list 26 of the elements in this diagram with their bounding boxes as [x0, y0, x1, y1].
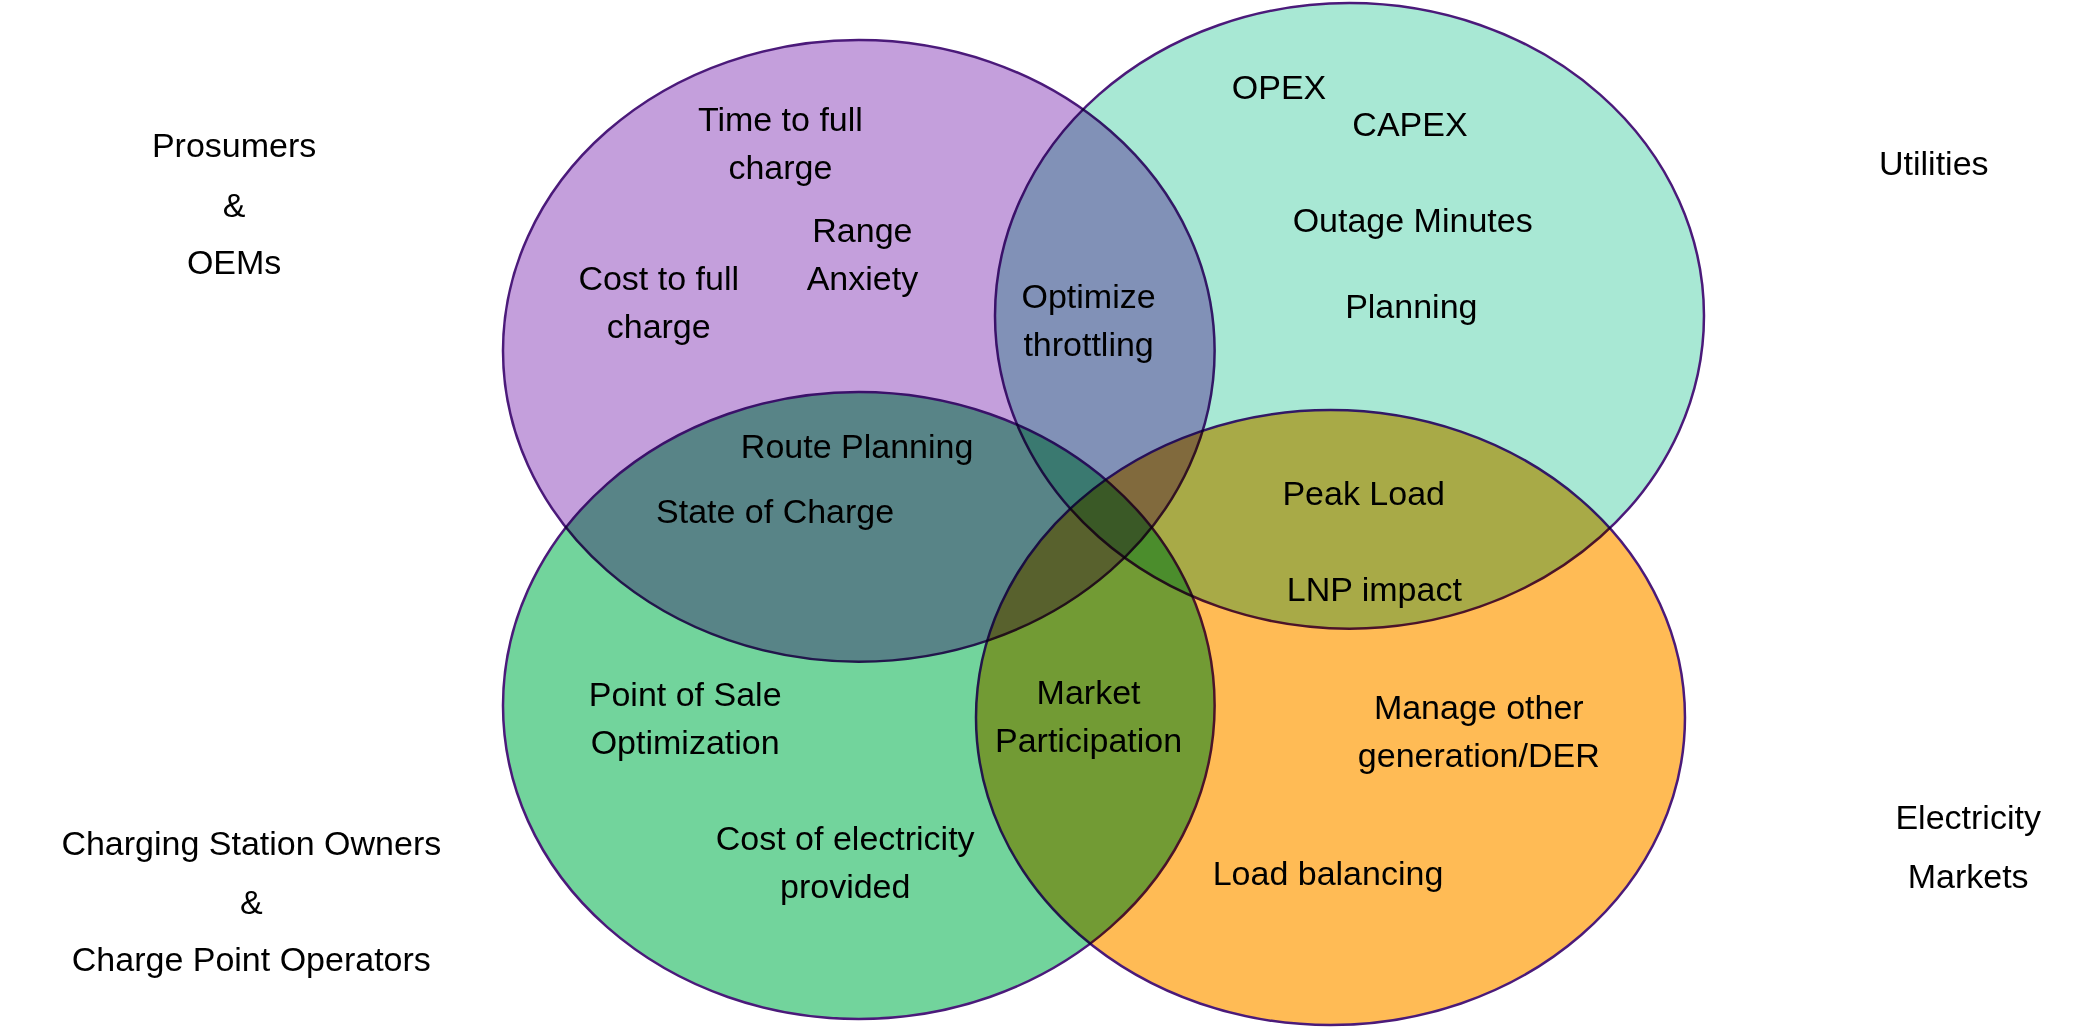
region-label: State of Charge	[656, 490, 895, 532]
region-label: LNP impact	[1286, 568, 1462, 610]
group-heading: Charge Point Operators	[71, 938, 431, 980]
region-label: Market Participation	[994, 671, 1184, 761]
region-label: Outage Minutes	[1292, 199, 1533, 241]
region-label: CAPEX	[1352, 104, 1468, 146]
group-heading: Prosumers	[151, 125, 317, 167]
region-label: Planning	[1345, 285, 1478, 327]
region-label: Range Anxiety	[805, 209, 920, 299]
region-label: Cost to full charge	[577, 257, 740, 347]
group-heading: Charging Station Owners	[61, 822, 442, 864]
region-label: Point of Sale Optimization	[587, 674, 783, 764]
group-heading: Electricity	[1895, 797, 2041, 839]
region-label: Optimize throttling	[1020, 276, 1157, 366]
region-label: Load balancing	[1212, 853, 1444, 894]
group-heading: &	[239, 882, 263, 924]
region-label: Peak Load	[1282, 473, 1445, 515]
group-heading: &	[222, 185, 246, 226]
region-label: Time to full charge	[696, 98, 864, 188]
region-label: Route Planning	[740, 425, 974, 467]
region-label: Utilities	[1879, 142, 1989, 184]
group-heading: OEMs	[186, 241, 282, 283]
group-heading: Markets	[1907, 855, 2029, 897]
region-label: OPEX	[1231, 67, 1327, 109]
region-label: Cost of electricity provided	[714, 818, 976, 908]
region-label: Manage other generation/DER	[1356, 687, 1601, 777]
